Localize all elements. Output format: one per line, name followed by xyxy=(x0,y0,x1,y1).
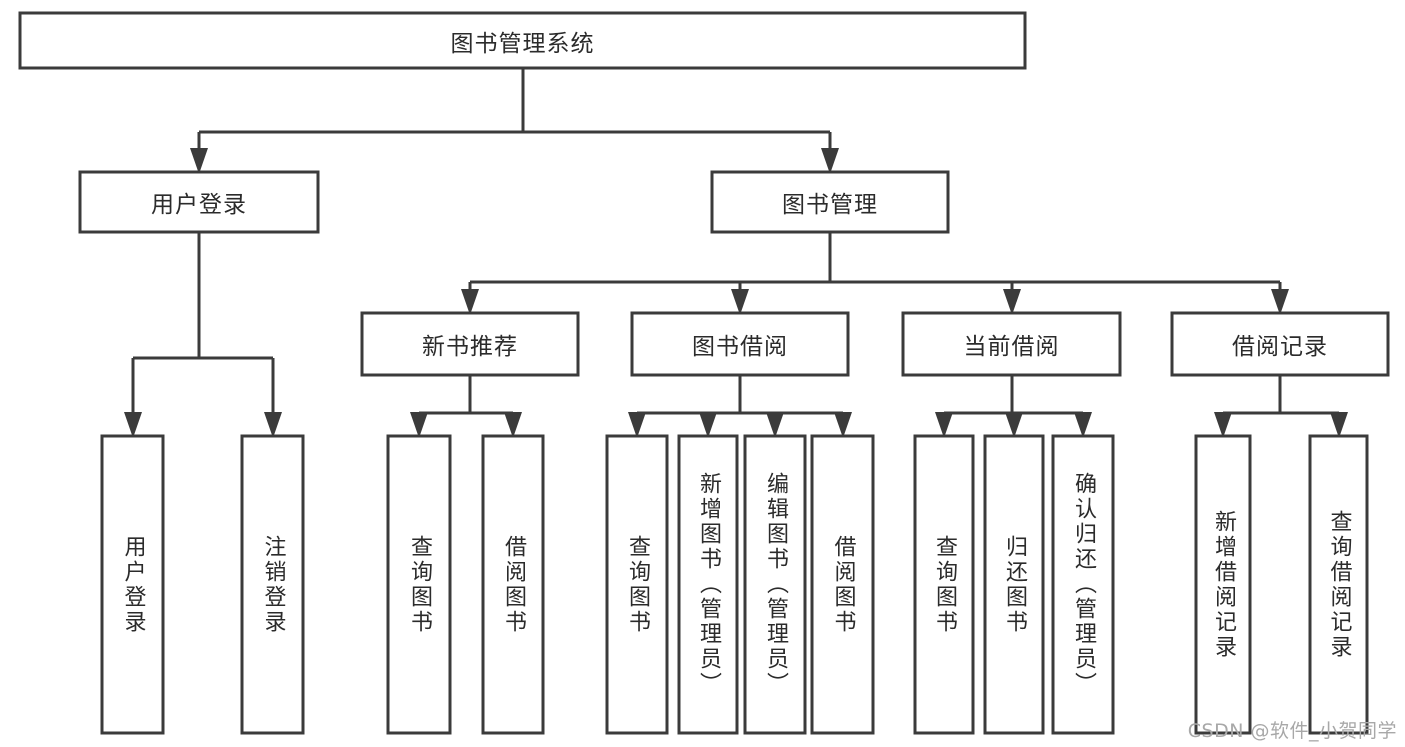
node-box-book-management xyxy=(710,170,950,234)
arrow-head xyxy=(1214,412,1232,438)
node-box-new-book-recommend xyxy=(360,311,580,377)
arrow-head xyxy=(834,412,852,438)
arrow-head xyxy=(1005,412,1023,438)
node-box-leaf-query-book-recommend xyxy=(386,434,452,735)
node-box-borrow-record xyxy=(1170,311,1390,377)
node-box-leaf-borrow-book-recommend xyxy=(481,434,545,735)
arrow-head xyxy=(461,289,479,315)
node-box-leaf-user-logout xyxy=(240,434,305,735)
node-box-user-login xyxy=(78,170,320,234)
node-box-book-borrow xyxy=(630,311,850,377)
arrow-head xyxy=(504,412,522,438)
arrow-head xyxy=(410,412,428,438)
arrow-head xyxy=(699,412,717,438)
node-box-leaf-query-borrow-record xyxy=(1308,434,1369,735)
arrow-head xyxy=(821,148,839,174)
node-box-current-borrow xyxy=(901,311,1122,377)
connector-layer xyxy=(124,68,1348,438)
node-box-leaf-query-book-current xyxy=(913,434,975,735)
arrow-head xyxy=(731,289,749,315)
arrow-head xyxy=(190,148,208,174)
arrow-head xyxy=(264,412,282,438)
node-box-root xyxy=(18,11,1027,70)
arrow-head xyxy=(1330,412,1348,438)
node-box-leaf-add-borrow-record xyxy=(1194,434,1252,735)
node-box-leaf-borrow-book xyxy=(810,434,875,735)
arrow-head xyxy=(935,412,953,438)
node-box-leaf-edit-book-admin xyxy=(743,434,807,735)
node-box-leaf-return-book xyxy=(983,434,1045,735)
arrow-head xyxy=(1003,289,1021,315)
arrow-head xyxy=(1074,412,1092,438)
node-box-leaf-query-book-borrow xyxy=(605,434,669,735)
arrow-head xyxy=(124,412,142,438)
node-box-leaf-add-book-admin xyxy=(677,434,739,735)
node-box-layer xyxy=(18,11,1390,735)
arrow-head xyxy=(766,412,784,438)
arrow-head xyxy=(1271,289,1289,315)
node-box-leaf-user-login xyxy=(100,434,165,735)
arrow-head xyxy=(628,412,646,438)
node-box-leaf-confirm-return-admin xyxy=(1051,434,1115,735)
